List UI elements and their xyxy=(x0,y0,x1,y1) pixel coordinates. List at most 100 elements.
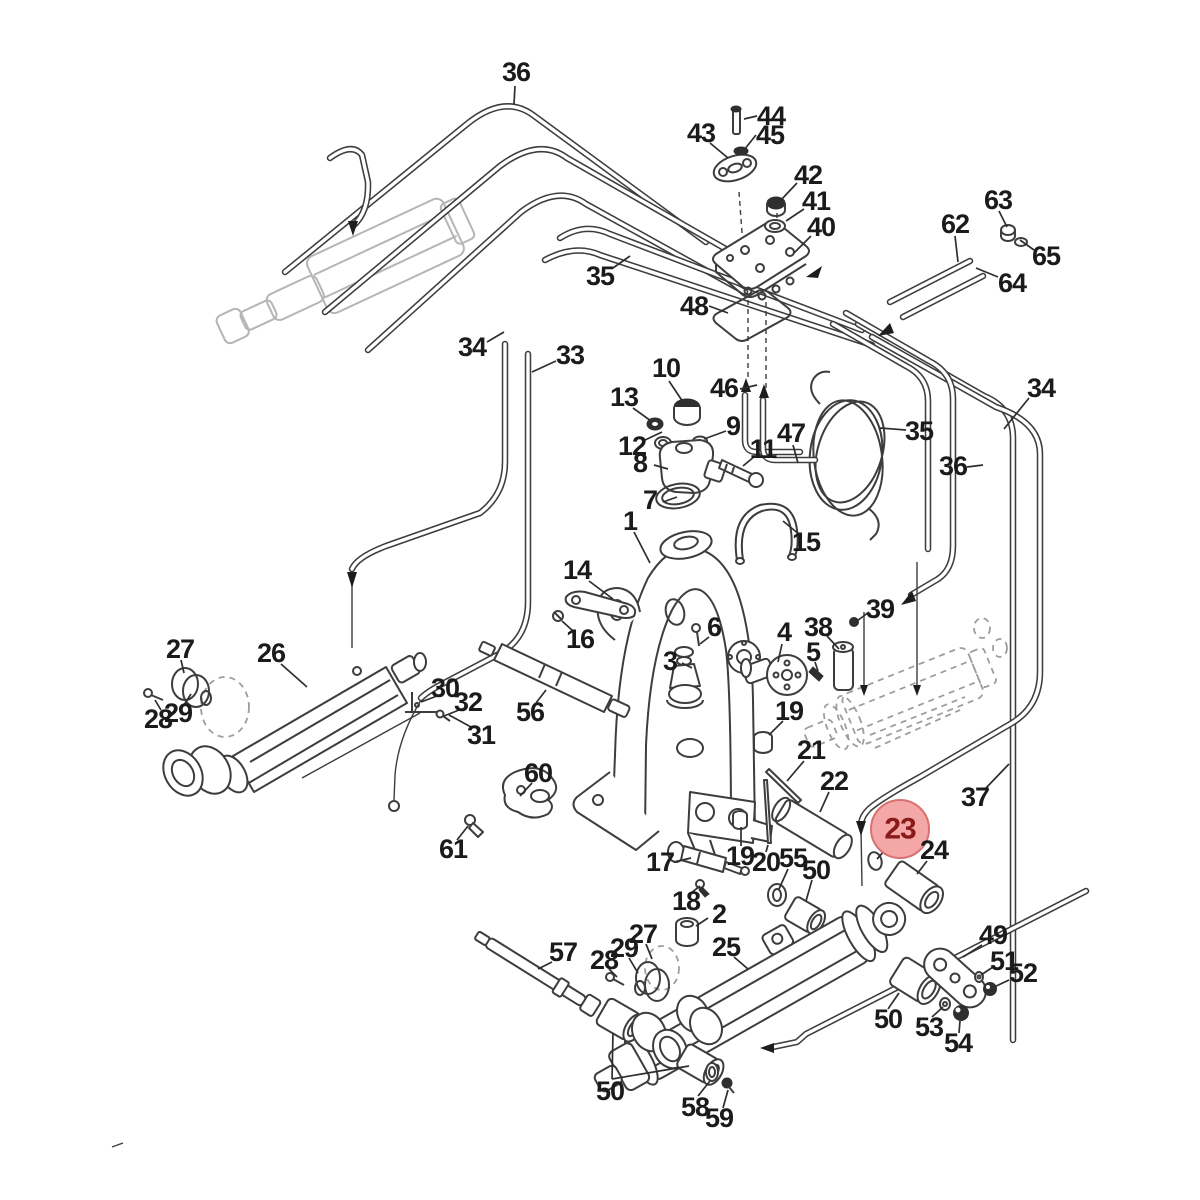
part-label-57[interactable]: 57 xyxy=(549,937,578,967)
leader-line-50-a xyxy=(805,879,813,902)
part-label-59[interactable]: 59 xyxy=(705,1103,735,1133)
part-label-47[interactable]: 47 xyxy=(777,418,806,448)
part-label-11[interactable]: 11 xyxy=(750,434,779,464)
part-label-52[interactable]: 52 xyxy=(1009,958,1038,988)
part-label-33[interactable]: 33 xyxy=(556,340,586,370)
leader-line-45 xyxy=(743,134,757,151)
part-label-10[interactable]: 10 xyxy=(652,353,681,383)
gasket-outline xyxy=(712,289,792,342)
leader-line-41 xyxy=(785,208,805,222)
part-label-36-right[interactable]: 36 xyxy=(939,451,969,481)
part-label-50-c[interactable]: 50 xyxy=(596,1076,625,1106)
bolt-59 xyxy=(721,1077,735,1094)
part-label-20[interactable]: 20 xyxy=(752,847,781,877)
part-label-49[interactable]: 49 xyxy=(979,920,1009,950)
part-label-34-left[interactable]: 34 xyxy=(458,332,488,362)
part-label-22[interactable]: 22 xyxy=(820,766,849,796)
part-label-28-b[interactable]: 28 xyxy=(590,945,620,975)
part-label-31[interactable]: 31 xyxy=(467,720,497,750)
part-label-62[interactable]: 62 xyxy=(941,209,970,239)
part-label-1[interactable]: 1 xyxy=(623,506,639,536)
leader-line-51 xyxy=(980,966,994,976)
part-label-60[interactable]: 60 xyxy=(524,758,553,788)
part-label-4[interactable]: 4 xyxy=(777,617,793,647)
anode-38 xyxy=(832,641,854,691)
part-label-32[interactable]: 32 xyxy=(454,687,483,717)
oil-pump-plate-assembly xyxy=(712,221,810,301)
part-label-14[interactable]: 14 xyxy=(563,555,593,585)
leader-line-11 xyxy=(742,455,756,467)
part-label-65[interactable]: 65 xyxy=(1032,241,1062,271)
part-label-3[interactable]: 3 xyxy=(663,646,679,676)
part-label-41[interactable]: 41 xyxy=(802,186,832,216)
part-label-17[interactable]: 17 xyxy=(646,847,675,877)
part-label-7[interactable]: 7 xyxy=(643,485,658,515)
leader-line-24 xyxy=(916,860,928,875)
part-label-29-left[interactable]: 29 xyxy=(164,698,194,728)
part-label-35-left[interactable]: 35 xyxy=(586,261,616,291)
hose-core xyxy=(844,311,955,597)
part-label-2[interactable]: 2 xyxy=(712,899,727,929)
part-label-61[interactable]: 61 xyxy=(439,834,469,864)
part-label-38[interactable]: 38 xyxy=(804,612,834,642)
part-label-36-top[interactable]: 36 xyxy=(502,57,532,87)
part-label-54[interactable]: 54 xyxy=(944,1028,974,1058)
part-label-48[interactable]: 48 xyxy=(680,291,710,321)
leader-line-2 xyxy=(695,917,709,927)
highlight-circle-part-23[interactable] xyxy=(870,799,930,859)
part-label-44[interactable]: 44 xyxy=(757,101,787,131)
part-label-27-b[interactable]: 27 xyxy=(629,919,658,949)
leader-line-43 xyxy=(709,142,729,159)
part-label-45[interactable]: 45 xyxy=(756,120,786,150)
part-label-37[interactable]: 37 xyxy=(961,782,990,812)
part-label-58[interactable]: 58 xyxy=(681,1092,711,1122)
bushing-50-a xyxy=(784,896,827,935)
anchor-link-14 xyxy=(564,590,637,619)
part-label-27-left[interactable]: 27 xyxy=(166,634,195,664)
part-label-43[interactable]: 43 xyxy=(687,118,717,148)
part-label-51[interactable]: 51 xyxy=(990,946,1020,976)
part-label-39[interactable]: 39 xyxy=(866,594,896,624)
part-label-55[interactable]: 55 xyxy=(779,843,809,873)
part-label-34-right[interactable]: 34 xyxy=(1027,373,1057,403)
part-label-23[interactable]: 23 xyxy=(884,813,917,846)
leader-line-32 xyxy=(443,709,460,717)
leader-line-50-b xyxy=(887,992,900,1010)
part-label-63[interactable]: 63 xyxy=(984,185,1014,215)
part-label-50-a[interactable]: 50 xyxy=(802,855,831,885)
part-label-19-upper[interactable]: 19 xyxy=(775,696,805,726)
part-label-12[interactable]: 12 xyxy=(618,431,647,461)
part-label-24[interactable]: 24 xyxy=(920,835,950,865)
part-label-42[interactable]: 42 xyxy=(794,160,823,190)
part-label-46[interactable]: 46 xyxy=(710,373,740,403)
part-label-8[interactable]: 8 xyxy=(633,448,649,478)
part-label-28-left[interactable]: 28 xyxy=(144,704,174,734)
assembly-axis-lines xyxy=(301,191,918,887)
bushing-19-upper xyxy=(753,731,773,754)
leader-line-31 xyxy=(448,714,472,728)
hose-core xyxy=(366,194,747,352)
part-label-50-b[interactable]: 50 xyxy=(874,1004,903,1034)
part-label-13[interactable]: 13 xyxy=(610,382,640,412)
part-label-26[interactable]: 26 xyxy=(257,638,287,668)
leader-line-21 xyxy=(786,760,805,782)
leader-line-8 xyxy=(653,464,669,470)
part-label-21[interactable]: 21 xyxy=(797,735,827,765)
part-label-35-right[interactable]: 35 xyxy=(905,416,935,446)
part-label-56[interactable]: 56 xyxy=(516,697,546,727)
part-label-64[interactable]: 64 xyxy=(998,268,1028,298)
part-label-15[interactable]: 15 xyxy=(792,527,822,557)
part-label-9[interactable]: 9 xyxy=(726,411,742,441)
part-label-5[interactable]: 5 xyxy=(806,637,822,667)
part-label-25[interactable]: 25 xyxy=(712,932,742,962)
part-label-18[interactable]: 18 xyxy=(672,886,702,916)
hose-core xyxy=(543,248,874,347)
part-label-6[interactable]: 6 xyxy=(707,612,723,642)
part-label-19-lower[interactable]: 19 xyxy=(726,841,756,871)
leader-line-25 xyxy=(733,956,749,970)
part-label-40[interactable]: 40 xyxy=(807,212,836,242)
part-label-53[interactable]: 53 xyxy=(915,1012,945,1042)
part-label-30[interactable]: 30 xyxy=(431,673,460,703)
part-label-29-b[interactable]: 29 xyxy=(610,933,640,963)
part-label-16[interactable]: 16 xyxy=(566,624,596,654)
